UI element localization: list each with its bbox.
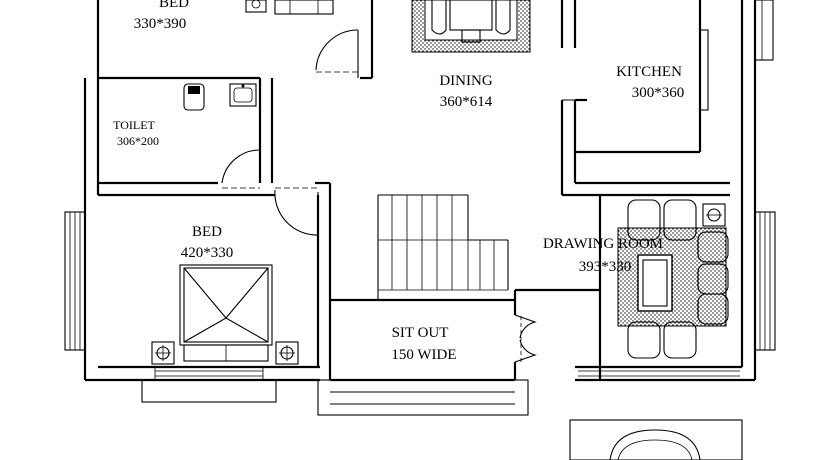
bed-bottom-size: 420*330 [181, 245, 234, 261]
bed-bottom-name: BED [192, 224, 222, 240]
top-bed-furniture [245, 0, 334, 15]
sit-out-name: SIT OUT [392, 325, 449, 341]
kitchen-name: KITCHEN [616, 64, 682, 80]
dining-size: 360*614 [440, 94, 493, 110]
bed-top-name: BED [159, 0, 189, 11]
car [569, 419, 743, 460]
doors [221, 29, 537, 363]
dining-table [411, 0, 531, 53]
kitchen-size: 300*360 [632, 85, 685, 101]
dining-name: DINING [439, 73, 492, 89]
toilet-name: TOILET [113, 118, 155, 132]
staircase [377, 194, 509, 300]
drawing-room-name: DRAWING ROOM [543, 236, 663, 252]
drawing-room-sofa [617, 199, 729, 359]
sit-out-size: 150 WIDE [391, 347, 456, 363]
toilet-fixtures [183, 83, 257, 111]
room-labels: BED 330*390 DINING 360*614 KITCHEN 300*3… [113, 0, 684, 363]
lower-bed [151, 264, 299, 365]
entrance-steps [317, 379, 529, 416]
bed-top-size: 330*390 [134, 16, 187, 32]
toilet-size: 306*200 [117, 134, 159, 148]
windows [64, 0, 776, 403]
outer-walls [83, 0, 757, 382]
drawing-room-size: 393*330 [579, 259, 632, 275]
